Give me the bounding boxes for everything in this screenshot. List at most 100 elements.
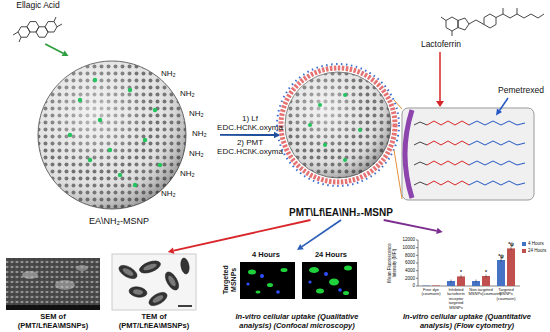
label-box: NH₂ — [192, 130, 214, 139]
label-box: 4000 — [394, 268, 415, 273]
leader-arrow-part — [439, 52, 441, 101]
surface-zoom-part — [414, 181, 525, 185]
arrowhead — [168, 248, 175, 254]
msnp-sphere-part — [38, 61, 186, 209]
ellagic-acid-structure-part — [57, 24, 62, 27]
tem-image-part — [112, 254, 196, 310]
label-box: Targeted MSNPs — [222, 260, 238, 300]
label-box: Lactoferrin — [418, 40, 464, 50]
leader-arrow-part — [500, 98, 509, 111]
tem-image-part-part — [128, 286, 147, 299]
label-box: *ψ — [496, 254, 506, 260]
significance-mark: * — [481, 270, 491, 276]
pemetrexed-structure-part — [458, 18, 469, 30]
confocal-image-part — [246, 274, 279, 294]
tem-image-part-part — [143, 262, 158, 271]
amine-group: NH₂ — [180, 90, 202, 99]
amine-group: NH₂ — [189, 150, 211, 159]
row-label: Targeted MSNPs — [222, 260, 238, 300]
pemetrexed-structure-part — [452, 31, 453, 36]
arrowhead — [62, 50, 69, 56]
pemetrexed-structure-part — [441, 17, 446, 21]
label-box: Targeted MSNPs (coumarin) — [494, 288, 519, 301]
ligand-label: Lactoferrin — [418, 40, 464, 50]
confocal-image — [240, 262, 357, 299]
msnp-sphere-part-part — [133, 183, 137, 187]
tem-image-part-part — [180, 257, 191, 274]
confocal-panel: In-vitro cellular uptake (Qualitative an… — [222, 250, 372, 332]
bar-chart-part-part — [422, 285, 430, 286]
label-box: Inhibited lactoferrin receptor targeted … — [444, 288, 469, 310]
tem-image-part-part — [163, 270, 182, 292]
tem-image-part-part — [147, 290, 169, 309]
label-box: 12000 — [394, 237, 415, 242]
surface-zoom-part — [402, 108, 534, 200]
ellagic-acid-structure-part — [13, 32, 18, 35]
surface-zoom-part — [405, 110, 412, 198]
msnp-sphere-part-part — [128, 88, 132, 92]
node-text: In-vitro cellular uptake (Qualitative an… — [227, 313, 367, 330]
confocal-image-part-part — [329, 279, 339, 286]
targeted-sphere-part-part — [323, 143, 327, 147]
time-label: 24 Hours — [309, 251, 353, 259]
msnp-sphere-part-part — [98, 118, 102, 122]
confocal-image-part-part — [309, 267, 319, 273]
nanoparticle: EA\NH₂-MSNP — [18, 56, 220, 228]
confocal-image-part-part — [324, 272, 328, 276]
arrowhead — [297, 244, 304, 250]
confocal-image-part-part — [281, 268, 288, 272]
molecule-label: Ellagic Acid — [2, 0, 74, 44]
significance-mark: * — [456, 270, 466, 276]
node-text: Ellagic Acid — [2, 1, 74, 11]
ellagic-acid-structure-part — [45, 22, 57, 32]
confocal-image-part-part — [276, 290, 280, 294]
legend-item: 4 Hours — [522, 241, 544, 247]
confocal-image-part-part — [343, 291, 349, 295]
tem-image-part-part — [122, 267, 135, 277]
confocal-image-part-part — [246, 282, 249, 285]
tem-image-part-part — [117, 263, 139, 282]
sem-image-part — [76, 265, 88, 271]
node-text: PMT\Lf\EA\NH₂-MSNP — [280, 207, 402, 218]
amine-group: NH₂ — [180, 170, 202, 179]
node-text: SEM of (PMT/Lf\EA\MSNPs) — [8, 313, 98, 330]
targeted-nanoparticle: PMT\Lf\EA\NH₂-MSNP — [280, 62, 402, 220]
bar-chart-part-part — [451, 280, 452, 283]
axis-tick: 12000 — [394, 237, 415, 242]
label-box: NH₂ — [189, 110, 211, 119]
msnp-sphere-part-part — [108, 148, 112, 152]
tem-image-part — [178, 305, 192, 307]
edge-label-box: 1) Lf EDC.HCl\K.oxyma — [210, 115, 290, 133]
targeted-sphere-part-part — [343, 93, 347, 97]
connector — [384, 220, 443, 234]
label-box: 8000 — [394, 253, 415, 258]
pemetrexed-structure-part — [484, 14, 496, 28]
label-box: Free dye (coumarin) — [419, 288, 444, 297]
connector — [45, 44, 68, 56]
targeted-sphere-part — [308, 93, 362, 162]
legend-item: 24 Hours — [522, 248, 546, 254]
amine-group: NH₂ — [161, 190, 183, 199]
sem-image-panel: SEM of (PMT/Lf\EA\MSNPs) — [2, 256, 104, 332]
label-box: NH₂ — [161, 190, 183, 199]
confocal-image-part — [240, 262, 295, 299]
surface-zoom-part — [414, 121, 525, 125]
tem-image-part-part — [133, 289, 144, 296]
connector-line — [45, 44, 63, 53]
bar-chart-part-part — [416, 278, 418, 279]
msnp-sphere-part-part — [143, 138, 147, 142]
pemetrexed-structure — [441, 8, 544, 36]
confocal-image-part-part — [338, 288, 342, 292]
amine-group: NH₂ — [161, 70, 183, 79]
sem-image-part — [22, 271, 38, 279]
label-box: 10000 — [394, 245, 415, 250]
label-box: Mean Fluorescence Intensity (MFI) — [387, 239, 397, 287]
label-box: *ψ — [506, 242, 516, 248]
label-box: 6000 — [394, 260, 415, 265]
connector — [220, 132, 280, 138]
bar-chart-part-part — [416, 270, 418, 271]
bar-chart-part-part — [416, 263, 418, 264]
category-label: Non-targeted MSNPs(coumarin) — [469, 288, 494, 297]
confocal-image-part-part — [260, 274, 264, 278]
